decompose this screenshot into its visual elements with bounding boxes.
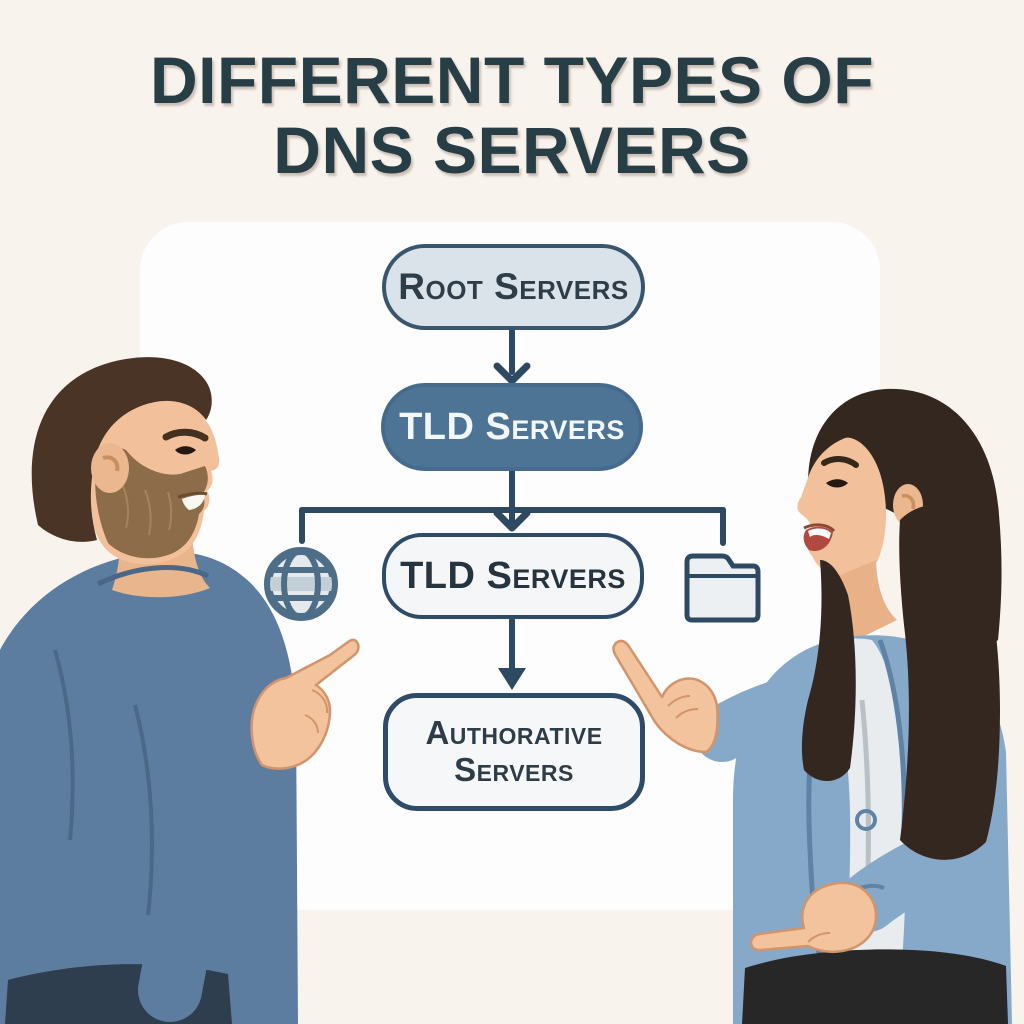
- arrowhead-icon: [498, 668, 526, 690]
- flow-node-tld-servers: TLD Servers: [381, 383, 643, 471]
- woman-pointing-hand-lower: [749, 881, 878, 954]
- man-pointing-hand: [250, 638, 360, 770]
- flow-node-root-servers: Root Servers: [382, 244, 645, 330]
- flow-node-authorative-servers: Authorative Servers: [383, 693, 645, 811]
- title-line-2: DNS SERVERS: [273, 112, 751, 187]
- flow-node-label: TLD Servers: [399, 405, 625, 448]
- flow-node-label: Authorative Servers: [425, 714, 603, 788]
- flow-node-label: Root Servers: [398, 266, 629, 307]
- globe-icon: [264, 547, 338, 621]
- flow-connectors: [299, 328, 726, 690]
- page-title: DIFFERENT TYPES OF DNS SERVERS: [0, 43, 1024, 187]
- title-line-1: DIFFERENT TYPES OF: [149, 43, 875, 117]
- arrowhead-icon: [493, 509, 531, 532]
- woman-pointing-hand-upper: [612, 639, 719, 754]
- folder-icon: [684, 553, 761, 623]
- flow-node-label: TLD Servers: [400, 554, 626, 597]
- flow-node-tld-servers-2: TLD Servers: [382, 533, 644, 619]
- arrowhead-icon: [493, 362, 531, 385]
- man-illustration: [0, 357, 298, 1024]
